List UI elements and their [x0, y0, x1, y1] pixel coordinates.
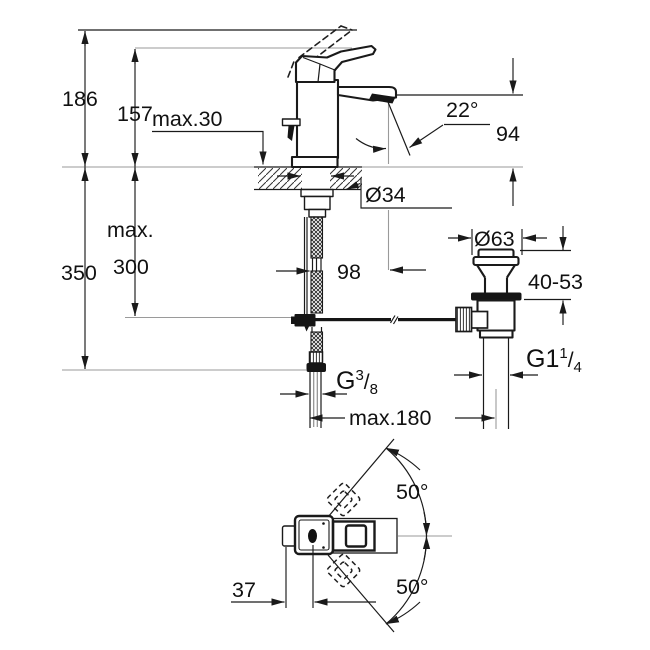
handle-rotated-dashed-upper [326, 482, 361, 517]
dim-supply-drop: 350 [61, 261, 97, 285]
dim-hose-drop: 300 [113, 255, 149, 279]
supply-connector [306, 351, 326, 428]
dim-max-prefix: max. [107, 218, 154, 242]
spout-aerator [369, 93, 396, 104]
handle-rotated-dashed-lower [326, 553, 361, 588]
top-view [281, 438, 452, 633]
plan-spout-opening [344, 524, 368, 548]
popup-rod-assembly [291, 314, 456, 332]
swing-line-lower [327, 554, 395, 633]
dim-overall-height: 186 [62, 87, 98, 111]
dim-spout-reach: 98 [337, 260, 361, 284]
swing-line-upper [327, 438, 395, 518]
dim-swing-lower: 50° [396, 575, 429, 599]
popup-lever [281, 118, 301, 127]
mounting-deck [254, 166, 362, 191]
popup-waste-view [455, 248, 522, 429]
dimension-lines [81, 31, 571, 608]
plan-lever-tip [281, 525, 297, 547]
dim-swing-upper: 50° [396, 480, 429, 504]
dim-spout-height: 94 [496, 122, 520, 146]
waste-gasket [471, 292, 522, 301]
dim-supply-thread: G3/8 [336, 367, 378, 398]
faucet-handle [294, 44, 377, 84]
plan-pivot-mark [308, 529, 317, 543]
water-stream-line [387, 101, 411, 156]
dim-waste-clamp-range: 40-53 [528, 270, 583, 294]
dim-height-to-spout: 157 [117, 102, 153, 126]
dim-max-rod-spacing: max.180 [349, 406, 432, 430]
dim-spout-angle: 22° [446, 98, 479, 122]
waste-flange [472, 255, 520, 267]
angle-arc-arrow [355, 138, 387, 153]
dim-hole-diameter: Ø34 [365, 183, 406, 207]
dim-waste-flange-diameter: Ø63 [474, 227, 515, 251]
washer [300, 188, 334, 198]
waste-rod-knob [455, 306, 473, 333]
front-view-faucet [281, 25, 411, 169]
mounting-nut [303, 195, 331, 211]
dim-waste-thread: G11/4 [526, 345, 582, 376]
dim-max-deck-thickness: max.30 [152, 107, 223, 131]
base-plate [290, 155, 339, 169]
dimension-labels: 186 157 max.30 22° 94 Ø34 max. 300 350 9… [61, 87, 583, 602]
dim-lever-offset: 37 [232, 578, 256, 602]
faucet-body [295, 78, 340, 160]
supply-hose [310, 216, 324, 353]
below-deck-plumbing [291, 188, 456, 428]
